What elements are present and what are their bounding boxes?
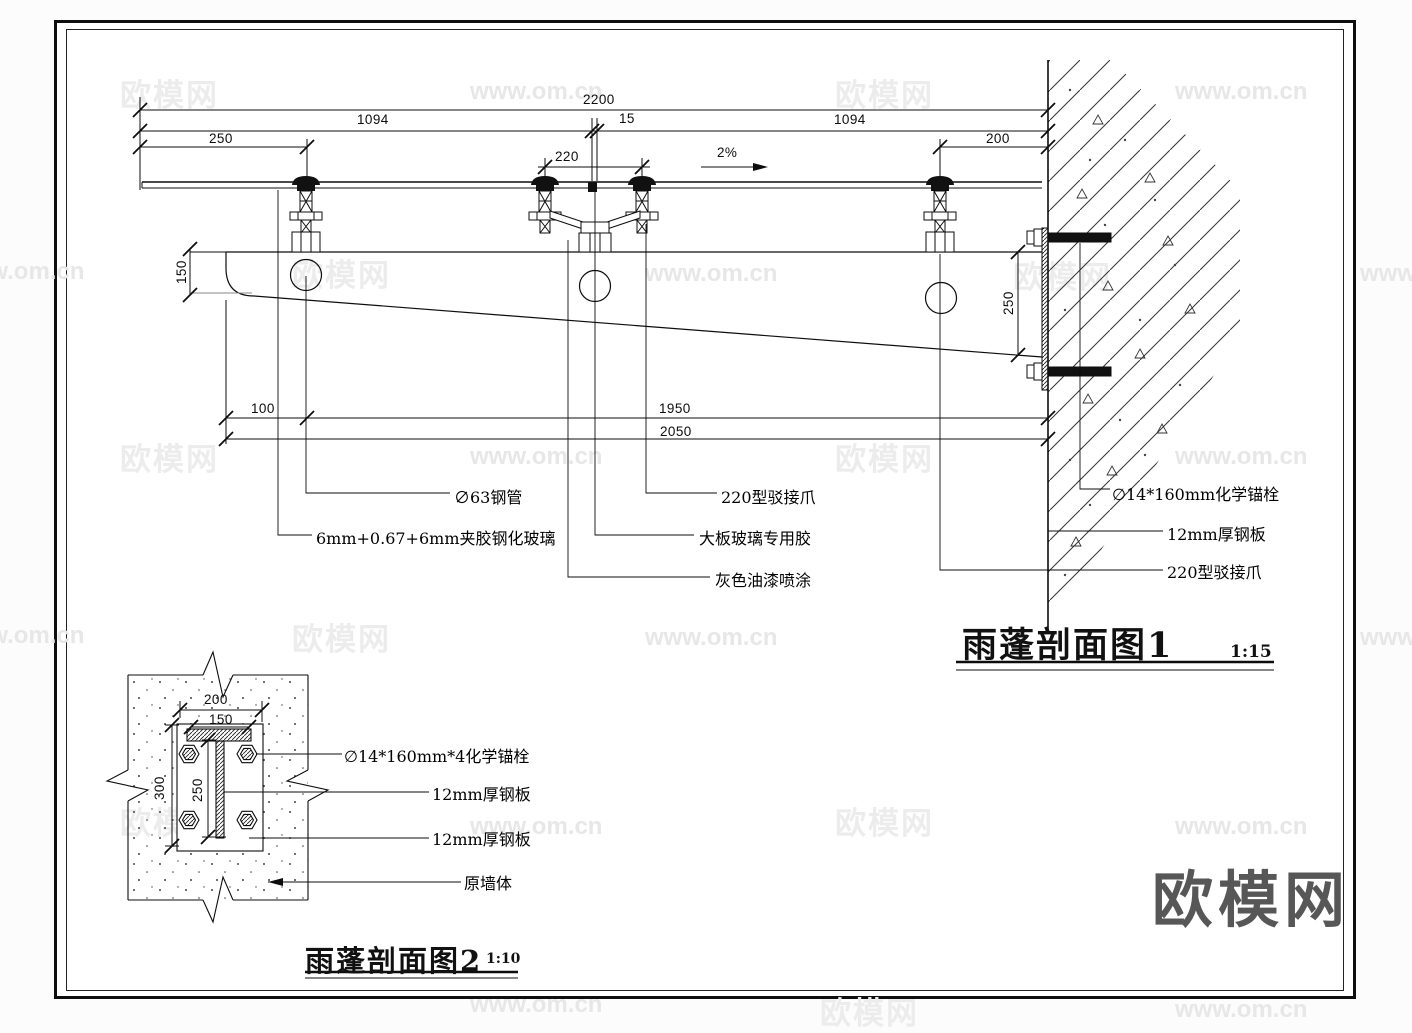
- glass-joint: [588, 182, 597, 192]
- dim2-flange: 150: [209, 712, 233, 727]
- dim-span: 1950: [659, 401, 691, 416]
- label2-original-wall: 原墙体: [464, 874, 513, 893]
- dim-beam-depth: 150: [174, 260, 189, 284]
- label-steel-pipe: ∅63钢管: [454, 488, 523, 507]
- leader-arrowhead: [268, 878, 283, 886]
- drawing2-title: 雨蓬剖面图2: [305, 944, 483, 978]
- title2-underline: [305, 970, 518, 979]
- anchor-bolt-bottom: [1047, 366, 1112, 377]
- hex-bolt: [178, 810, 200, 830]
- hex-bolt: [236, 810, 258, 830]
- break-symbol: [285, 769, 330, 802]
- label2-steel-plate-1: 12mm厚钢板: [432, 785, 531, 804]
- dim-edge-left: 250: [209, 131, 233, 146]
- hex-bolt: [178, 744, 200, 764]
- t-web: [215, 740, 225, 839]
- dim-anchor-spacing: 250: [1001, 291, 1016, 315]
- drawing1-scale: 1:15: [1230, 642, 1272, 662]
- dim2-width: 200: [204, 692, 228, 707]
- drawing1-title: 雨蓬剖面图1: [962, 625, 1174, 666]
- label-grey-paint: 灰色油漆喷涂: [715, 571, 812, 590]
- dimension-lines-2: [164, 701, 270, 854]
- hex-bolt: [236, 744, 258, 764]
- dim-overall: 2050: [660, 424, 692, 439]
- label-chemical-anchor: ∅14*160mm化学锚栓: [1112, 485, 1280, 504]
- dim-spider-spacing: 220: [555, 149, 579, 164]
- dim-edge-right: 200: [986, 131, 1010, 146]
- title1-underline: [956, 660, 1274, 671]
- label-spider-right: 220型驳接爪: [1167, 563, 1262, 582]
- dim-total: 2200: [583, 92, 615, 107]
- label2-steel-plate-2: 12mm厚钢板: [432, 830, 531, 849]
- t-flange: [186, 728, 252, 742]
- dim2-web: 250: [190, 778, 205, 802]
- label-laminated-glass: 6mm+0.67+6mm夹胶钢化玻璃: [316, 529, 556, 548]
- detail2: [105, 650, 330, 924]
- canopy-beam: [225, 251, 1043, 358]
- leader-lines-1: [277, 190, 1163, 578]
- spider-arm-right: [606, 210, 641, 230]
- slope-arrow: [701, 163, 768, 171]
- label2-chemical-anchor: ∅14*160mm*4化学锚栓: [344, 747, 530, 766]
- label-steel-plate: 12mm厚钢板: [1167, 525, 1266, 544]
- pipe-hole: [924, 281, 958, 315]
- drawing2-scale: 1:10: [486, 951, 521, 967]
- leader-lines-2: [224, 753, 461, 886]
- break-symbol: [202, 650, 234, 699]
- dim-offset: 100: [251, 401, 275, 416]
- break-symbol: [105, 769, 150, 802]
- watermark-big-logo: 欧模网: [1152, 866, 1351, 934]
- steel-plate-12mm: [1041, 227, 1049, 391]
- sheet-border-inner: [66, 29, 1344, 991]
- wall-plate-and-anchors: [1026, 227, 1112, 391]
- spider-fittings: [289, 175, 957, 253]
- spider-arm-left: [549, 210, 584, 230]
- dim2-height: 300: [152, 776, 167, 800]
- dim-left-half: 1094: [357, 112, 389, 127]
- dim-right-half: 1094: [834, 112, 866, 127]
- label-glass-glue: 大板玻璃专用胶: [699, 529, 812, 548]
- anchor-bolt-top: [1047, 232, 1112, 243]
- dimension-lines-1: [132, 97, 1056, 447]
- wall-hatch: [1047, 60, 1240, 632]
- label-spider-left: 220型驳接爪: [721, 488, 816, 507]
- dim-gap: 15: [619, 111, 635, 126]
- dim-slope: 2%: [717, 145, 738, 160]
- break-symbol: [202, 875, 234, 924]
